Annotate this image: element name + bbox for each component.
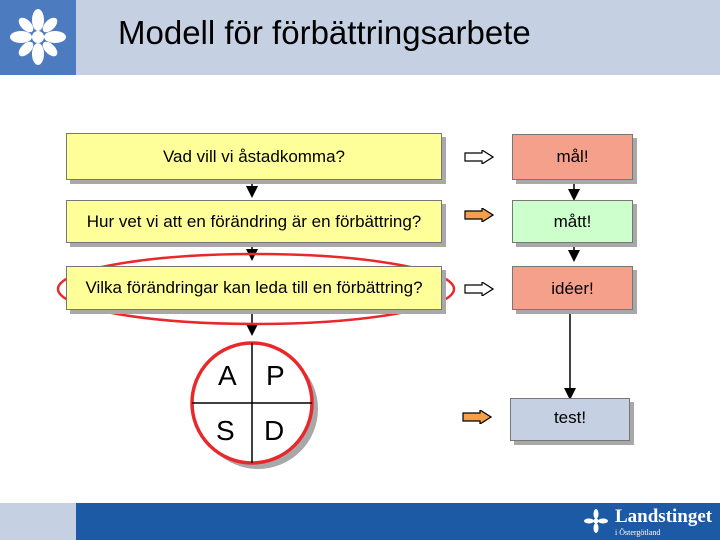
answer-goal: mål! [512, 134, 633, 180]
answer-measure: mått! [512, 200, 633, 243]
answer-goal-text: mål! [556, 147, 589, 166]
brand-name: Landstinget [615, 506, 713, 527]
page-title: Modell för förbättringsarbete [118, 14, 531, 51]
brand-subtitle: i Östergötland [615, 528, 661, 537]
question-measure-text: Hur vet vi att en förändring är en förbä… [86, 211, 422, 231]
answer-ideas: idéer! [512, 266, 633, 310]
pdsa-letter-a: A [218, 360, 237, 391]
footer-bar [0, 503, 720, 540]
arrow-right-orange-icon [462, 410, 492, 424]
pdsa-cycle [190, 341, 318, 469]
question-ideas: Vilka förändringar kan leda till en förb… [66, 266, 442, 310]
question-goal: Vad vill vi åstadkomma? [66, 133, 442, 180]
brand-snowflake-icon [584, 509, 608, 533]
question-measure: Hur vet vi att en förändring är en förbä… [66, 200, 442, 243]
question-ideas-text: Vilka förändringar kan leda till en förb… [85, 278, 423, 297]
answer-ideas-text: idéer! [551, 279, 594, 298]
answer-measure-text: mått! [553, 211, 592, 231]
snowflake-logo-icon [10, 9, 66, 65]
answer-test: test! [510, 398, 630, 441]
arrow-right-orange-icon [464, 208, 494, 222]
question-goal-text: Vad vill vi åstadkomma? [162, 146, 346, 166]
pdsa-letter-s: S [216, 415, 235, 446]
footer-left-panel [0, 503, 76, 540]
arrow-right-icon [464, 282, 494, 296]
logo-box [0, 0, 76, 75]
header-bar [0, 0, 720, 75]
pdsa-letter-p: P [266, 360, 285, 391]
arrow-right-icon [464, 150, 494, 164]
answer-test-text: test! [553, 408, 587, 427]
pdsa-letter-d: D [264, 415, 285, 446]
